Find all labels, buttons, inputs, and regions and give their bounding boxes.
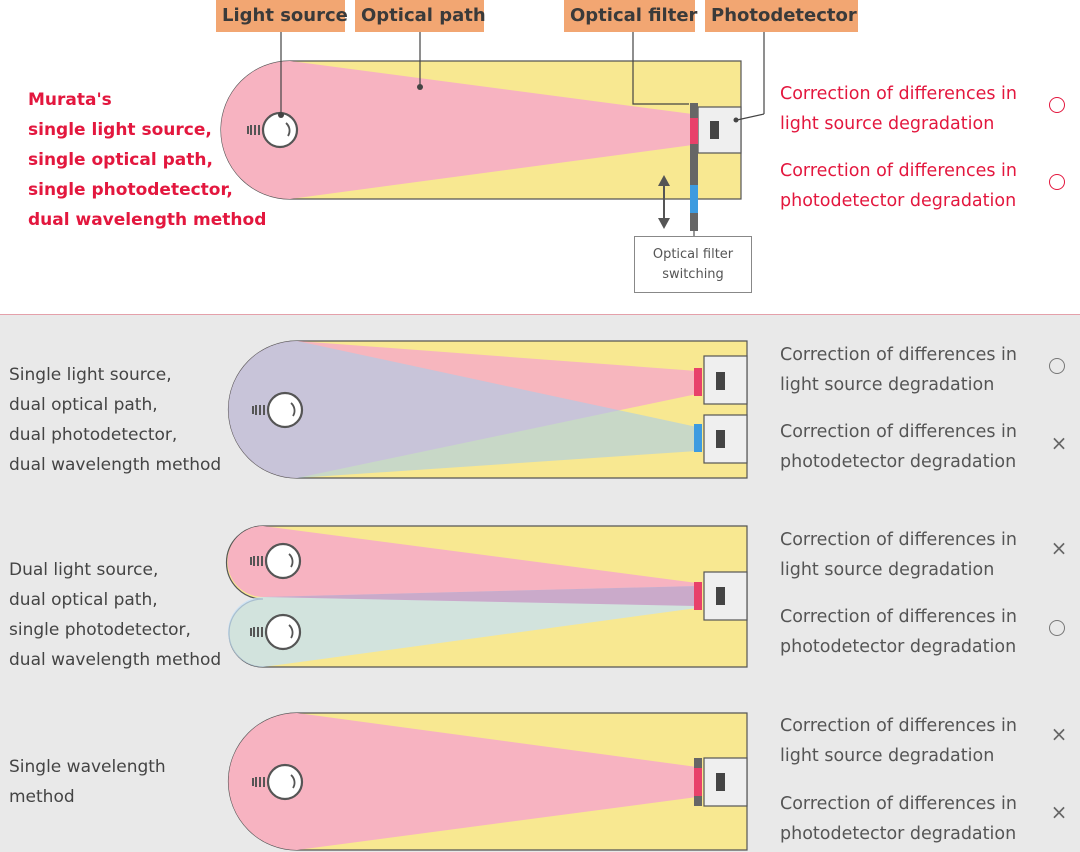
method3-corr-photodetector: Correction of differences in photodetect… — [780, 602, 1042, 662]
method3-label: Dual light source, dual optical path, si… — [9, 555, 221, 675]
corr-line: Correction of differences in — [780, 161, 1018, 181]
corr-line: light source degradation — [780, 560, 995, 580]
switch-arrow-down-icon — [658, 218, 670, 229]
corr-line: Correction of differences in — [780, 422, 1018, 442]
murata-photodetector-circle-icon — [1049, 174, 1065, 190]
section-divider — [0, 314, 1080, 315]
corr-line: Correction of differences in — [780, 607, 1018, 627]
method-line: dual photodetector, — [9, 425, 178, 445]
method3-light-source-cross-icon: × — [1050, 536, 1068, 560]
optical-filter-blue — [690, 185, 698, 213]
method-line: Single light source, — [9, 365, 172, 385]
method3-photodetector-circle-icon — [1049, 620, 1065, 636]
method-line: Dual light source, — [9, 560, 159, 580]
light-source-tag: Light source — [216, 0, 348, 32]
corr-line: Correction of differences in — [780, 794, 1018, 814]
switch-arrow-up-icon — [658, 175, 670, 186]
method-line: single photodetector, — [9, 620, 191, 640]
method-line: method — [9, 787, 75, 807]
method2-label: Single light source, dual optical path, … — [9, 360, 221, 480]
method-line: dual wavelength method — [9, 455, 222, 475]
murata-corr-light-source: Correction of differences in light sourc… — [780, 79, 1042, 139]
method-line: Murata's — [28, 90, 112, 110]
murata-light-source-circle-icon — [1049, 97, 1065, 113]
method-line: dual wavelength method — [28, 210, 267, 230]
method4-diagram — [227, 712, 748, 851]
murata-corr-photodetector: Correction of differences in photodetect… — [780, 156, 1042, 216]
corr-line: Correction of differences in — [780, 345, 1018, 365]
corr-line: photodetector degradation — [780, 452, 1017, 472]
method4-light-source-cross-icon: × — [1050, 722, 1068, 746]
filter-switching-note: Optical filter switching — [634, 236, 752, 293]
murata-beam-pink — [221, 61, 700, 199]
method-line: dual optical path, — [9, 590, 158, 610]
corr-line: Correction of differences in — [780, 716, 1018, 736]
corr-line: light source degradation — [780, 375, 995, 395]
method4-corr-light-source: Correction of differences in light sourc… — [780, 711, 1042, 771]
corr-line: Correction of differences in — [780, 530, 1018, 550]
method-line: dual optical path, — [9, 395, 158, 415]
corr-line: light source degradation — [780, 746, 995, 766]
method-line: dual wavelength method — [9, 650, 222, 670]
corr-line: Correction of differences in — [780, 84, 1018, 104]
method-line: single photodetector, — [28, 180, 233, 200]
method2-photodetector-cross-icon: × — [1050, 431, 1068, 455]
method3-corr-light-source: Correction of differences in light sourc… — [780, 525, 1042, 585]
method2-corr-photodetector: Correction of differences in photodetect… — [780, 417, 1042, 477]
method4-label: Single wavelength method — [9, 752, 166, 812]
optical-filter-tag: Optical filter — [564, 0, 697, 32]
method-line: single light source, — [28, 120, 212, 140]
method4-corr-photodetector: Correction of differences in photodetect… — [780, 789, 1042, 849]
murata-photodetector — [697, 106, 742, 154]
optical-filter-red — [690, 118, 698, 144]
optical-path-tag: Optical path — [355, 0, 486, 32]
switching-line-1: Optical filter — [652, 247, 734, 262]
method-line: Single wavelength — [9, 757, 166, 777]
optical-filter-strip — [690, 103, 698, 231]
photodetector-tag: Photodetector — [705, 0, 858, 32]
murata-method-label: Murata's single light source, single opt… — [28, 85, 266, 235]
switching-line-2: switching — [662, 267, 724, 282]
method2-light-source-circle-icon — [1049, 358, 1065, 374]
corr-line: light source degradation — [780, 114, 995, 134]
method4-photodetector-cross-icon: × — [1050, 800, 1068, 824]
method2-corr-light-source: Correction of differences in light sourc… — [780, 340, 1042, 400]
method2-diagram — [227, 340, 748, 479]
corr-line: photodetector degradation — [780, 824, 1017, 844]
method-line: single optical path, — [28, 150, 213, 170]
murata-tube — [220, 32, 765, 236]
method3-diagram — [225, 525, 748, 668]
corr-line: photodetector degradation — [780, 191, 1017, 211]
corr-line: photodetector degradation — [780, 637, 1017, 657]
